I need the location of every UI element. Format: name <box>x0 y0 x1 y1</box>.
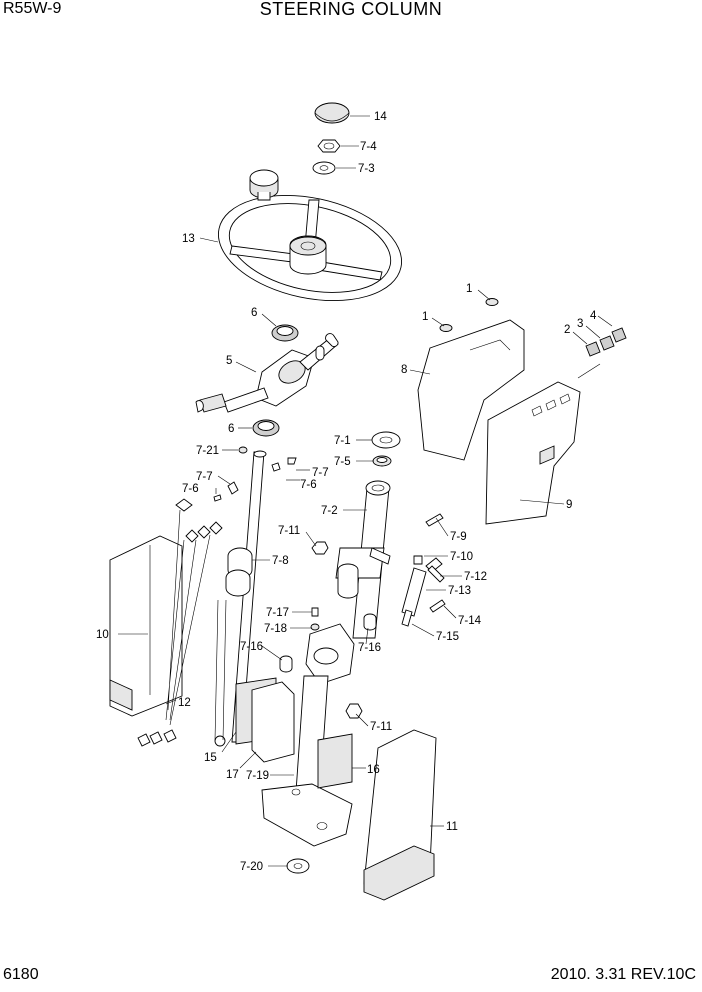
callout-7-10: 7-10 <box>450 551 473 563</box>
part-7-13-gas-spring <box>401 557 443 627</box>
part-9-cover-right <box>485 381 581 525</box>
model-code: R55W-9 <box>3 0 62 17</box>
part-7-12-lever <box>427 565 445 583</box>
callout-7-5: 7-5 <box>334 456 351 468</box>
part-7-18-washer <box>310 623 320 631</box>
callout-14: 14 <box>374 111 387 123</box>
part-1-grommet-b <box>439 324 453 332</box>
callout-7-6-left: 7-6 <box>182 483 199 495</box>
callout-3: 3 <box>577 318 583 330</box>
callout-11: 11 <box>446 821 458 833</box>
callout-7-17: 7-17 <box>266 607 289 619</box>
callout-17: 17 <box>226 769 239 781</box>
part-7-3-washer <box>312 161 336 175</box>
callout-7-6-right: 7-6 <box>300 479 317 491</box>
part-4-switch <box>611 327 627 343</box>
callout-7-12: 7-12 <box>464 571 487 583</box>
part-1-grommet-a <box>485 298 499 306</box>
part-7-4-nut <box>317 139 341 153</box>
revision-date: 2010. 3.31 REV.10C <box>550 966 696 983</box>
part-16-cover-pad <box>317 733 353 789</box>
callout-6-upper: 6 <box>251 307 257 319</box>
callout-7-2: 7-2 <box>321 505 338 517</box>
callout-7-3: 7-3 <box>358 163 375 175</box>
part-7-17-bolt <box>311 607 319 617</box>
callout-13: 13 <box>182 233 195 245</box>
callout-10: 10 <box>96 629 109 641</box>
part-10-side-panel <box>109 535 183 717</box>
leader-lines <box>118 115 613 867</box>
callout-7-15: 7-15 <box>436 631 459 643</box>
callout-7-8: 7-8 <box>272 555 289 567</box>
callout-labels: 14 7-4 7-3 13 1 1 4 3 2 6 5 8 6 7-1 7-5 … <box>96 111 597 873</box>
part-17-cover-pad <box>251 681 295 763</box>
callout-7-16-right: 7-16 <box>358 642 381 654</box>
callout-7-11-lower: 7-11 <box>370 721 392 733</box>
callout-4: 4 <box>590 310 597 322</box>
part-14-horn-cap <box>314 102 350 124</box>
part-7-21-clip <box>238 446 248 454</box>
part-7-5-ring <box>372 455 392 467</box>
part-7-2-column-tube <box>335 480 391 639</box>
callout-7-7-right: 7-7 <box>312 467 329 479</box>
part-6-bushing-upper <box>271 324 299 342</box>
callout-2: 2 <box>564 324 570 336</box>
callout-7-16-left: 7-16 <box>240 641 263 653</box>
part-6-bushing-lower <box>252 419 280 437</box>
part-3-switch <box>599 335 615 351</box>
callout-8: 8 <box>401 364 407 376</box>
callout-1-top: 1 <box>466 283 472 295</box>
callout-16: 16 <box>367 764 380 776</box>
callout-7-21: 7-21 <box>196 445 219 457</box>
callout-7-13: 7-13 <box>448 585 471 597</box>
part-11-lower-cover <box>363 729 437 901</box>
part-7-10-pin <box>413 555 423 565</box>
part-12-harness <box>137 498 223 747</box>
callout-1-left: 1 <box>422 311 428 323</box>
part-7-7-pin-left <box>227 481 239 495</box>
callout-7-19: 7-19 <box>246 770 269 782</box>
part-2-switch <box>585 341 601 357</box>
page-title: STEERING COLUMN <box>259 0 443 19</box>
part-5-combination-switch <box>195 333 339 413</box>
part-7-9-bolt <box>425 513 444 527</box>
callout-7-20: 7-20 <box>240 861 263 873</box>
part-7-8-steering-shaft <box>214 450 267 747</box>
part-7-6-screw-right <box>271 462 281 472</box>
page-number: 6180 <box>3 966 39 983</box>
callout-9: 9 <box>566 499 572 511</box>
callout-7-18: 7-18 <box>264 623 287 635</box>
callout-7-9: 7-9 <box>450 531 467 543</box>
part-7-7-pin-right <box>287 457 297 465</box>
part-7-6-screw-left <box>213 494 222 502</box>
part-13-steering-wheel <box>217 169 403 302</box>
callout-15: 15 <box>204 752 217 764</box>
part-7-1-washer <box>371 431 401 449</box>
callout-7-4: 7-4 <box>360 141 377 153</box>
part-7-11-nut-upper <box>311 541 329 555</box>
part-7-20-washer <box>286 858 310 874</box>
callout-7-1: 7-1 <box>334 435 351 447</box>
part-8-cover-left <box>417 319 525 461</box>
part-7-16-pivot-right <box>363 613 377 631</box>
callout-12: 12 <box>178 697 191 709</box>
part-7-11-nut-lower <box>345 703 363 719</box>
part-7-16-pivot-left <box>279 655 293 673</box>
callout-6-lower: 6 <box>228 423 234 435</box>
callout-5: 5 <box>226 355 232 367</box>
callout-7-11-upper: 7-11 <box>278 525 300 537</box>
part-7-14-bolt <box>429 599 446 613</box>
callout-7-14: 7-14 <box>458 615 482 627</box>
callout-7-7-left: 7-7 <box>196 471 213 483</box>
